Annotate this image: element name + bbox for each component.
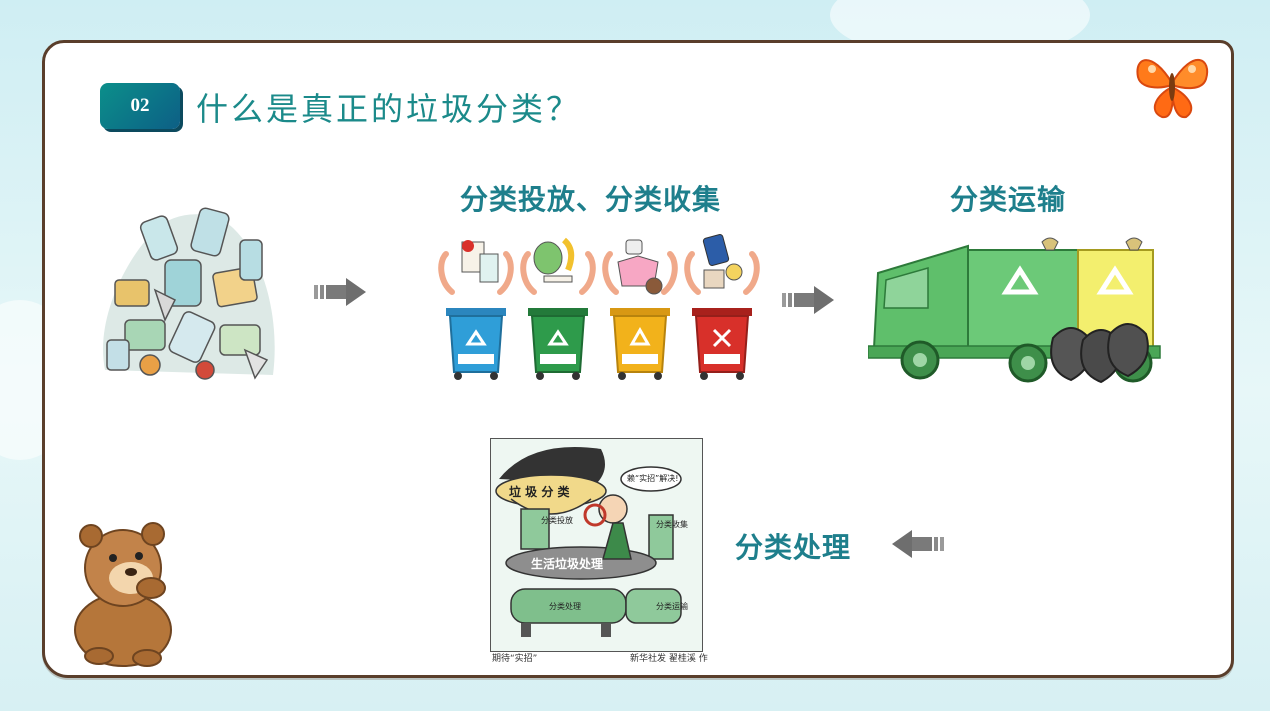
slide-title: 什么是真正的垃圾分类？ bbox=[196, 90, 582, 128]
butterfly-icon bbox=[1136, 59, 1209, 119]
bear-mascot-image bbox=[74, 522, 172, 667]
cartoon-speech-text: 赖“实招”解决! bbox=[627, 474, 679, 483]
cartoon-caption-right: 新华社发 翟桂溪 作 bbox=[630, 654, 708, 664]
cartoon-pipe-label: 分类收集 bbox=[656, 520, 688, 529]
cartoon-illustration: 垃 圾 分 类 赖“实招”解决! 分类投放 分类收集 生活垃圾处理 分类处理 分… bbox=[490, 438, 703, 652]
cartoon-caption-left: 期待“实招” bbox=[492, 654, 538, 664]
cartoon-drawing bbox=[491, 439, 702, 651]
section-badge: 02 bbox=[100, 83, 180, 129]
step-transport-label: 分类运输 bbox=[950, 183, 1067, 216]
flow-arrow-right-icon bbox=[314, 278, 366, 306]
garbage-truck-image bbox=[868, 237, 1161, 384]
step-collect-label: 分类投放、分类收集 bbox=[460, 183, 722, 216]
cartoon-banner-text: 垃 圾 分 类 bbox=[509, 485, 570, 499]
cartoon-pipe-label: 分类投放 bbox=[541, 516, 573, 525]
cartoon-oval-text: 生活垃圾处理 bbox=[531, 557, 604, 571]
flow-arrow-right-icon bbox=[782, 286, 834, 314]
step-process-label: 分类处理 bbox=[735, 531, 852, 564]
garbage-pile-image bbox=[103, 207, 275, 380]
sorting-bins-image bbox=[438, 234, 760, 380]
cartoon-pipe-label: 分类运输 bbox=[656, 602, 688, 611]
cartoon-pipe-label: 分类处理 bbox=[549, 602, 581, 611]
flow-arrow-left-icon bbox=[892, 530, 944, 558]
